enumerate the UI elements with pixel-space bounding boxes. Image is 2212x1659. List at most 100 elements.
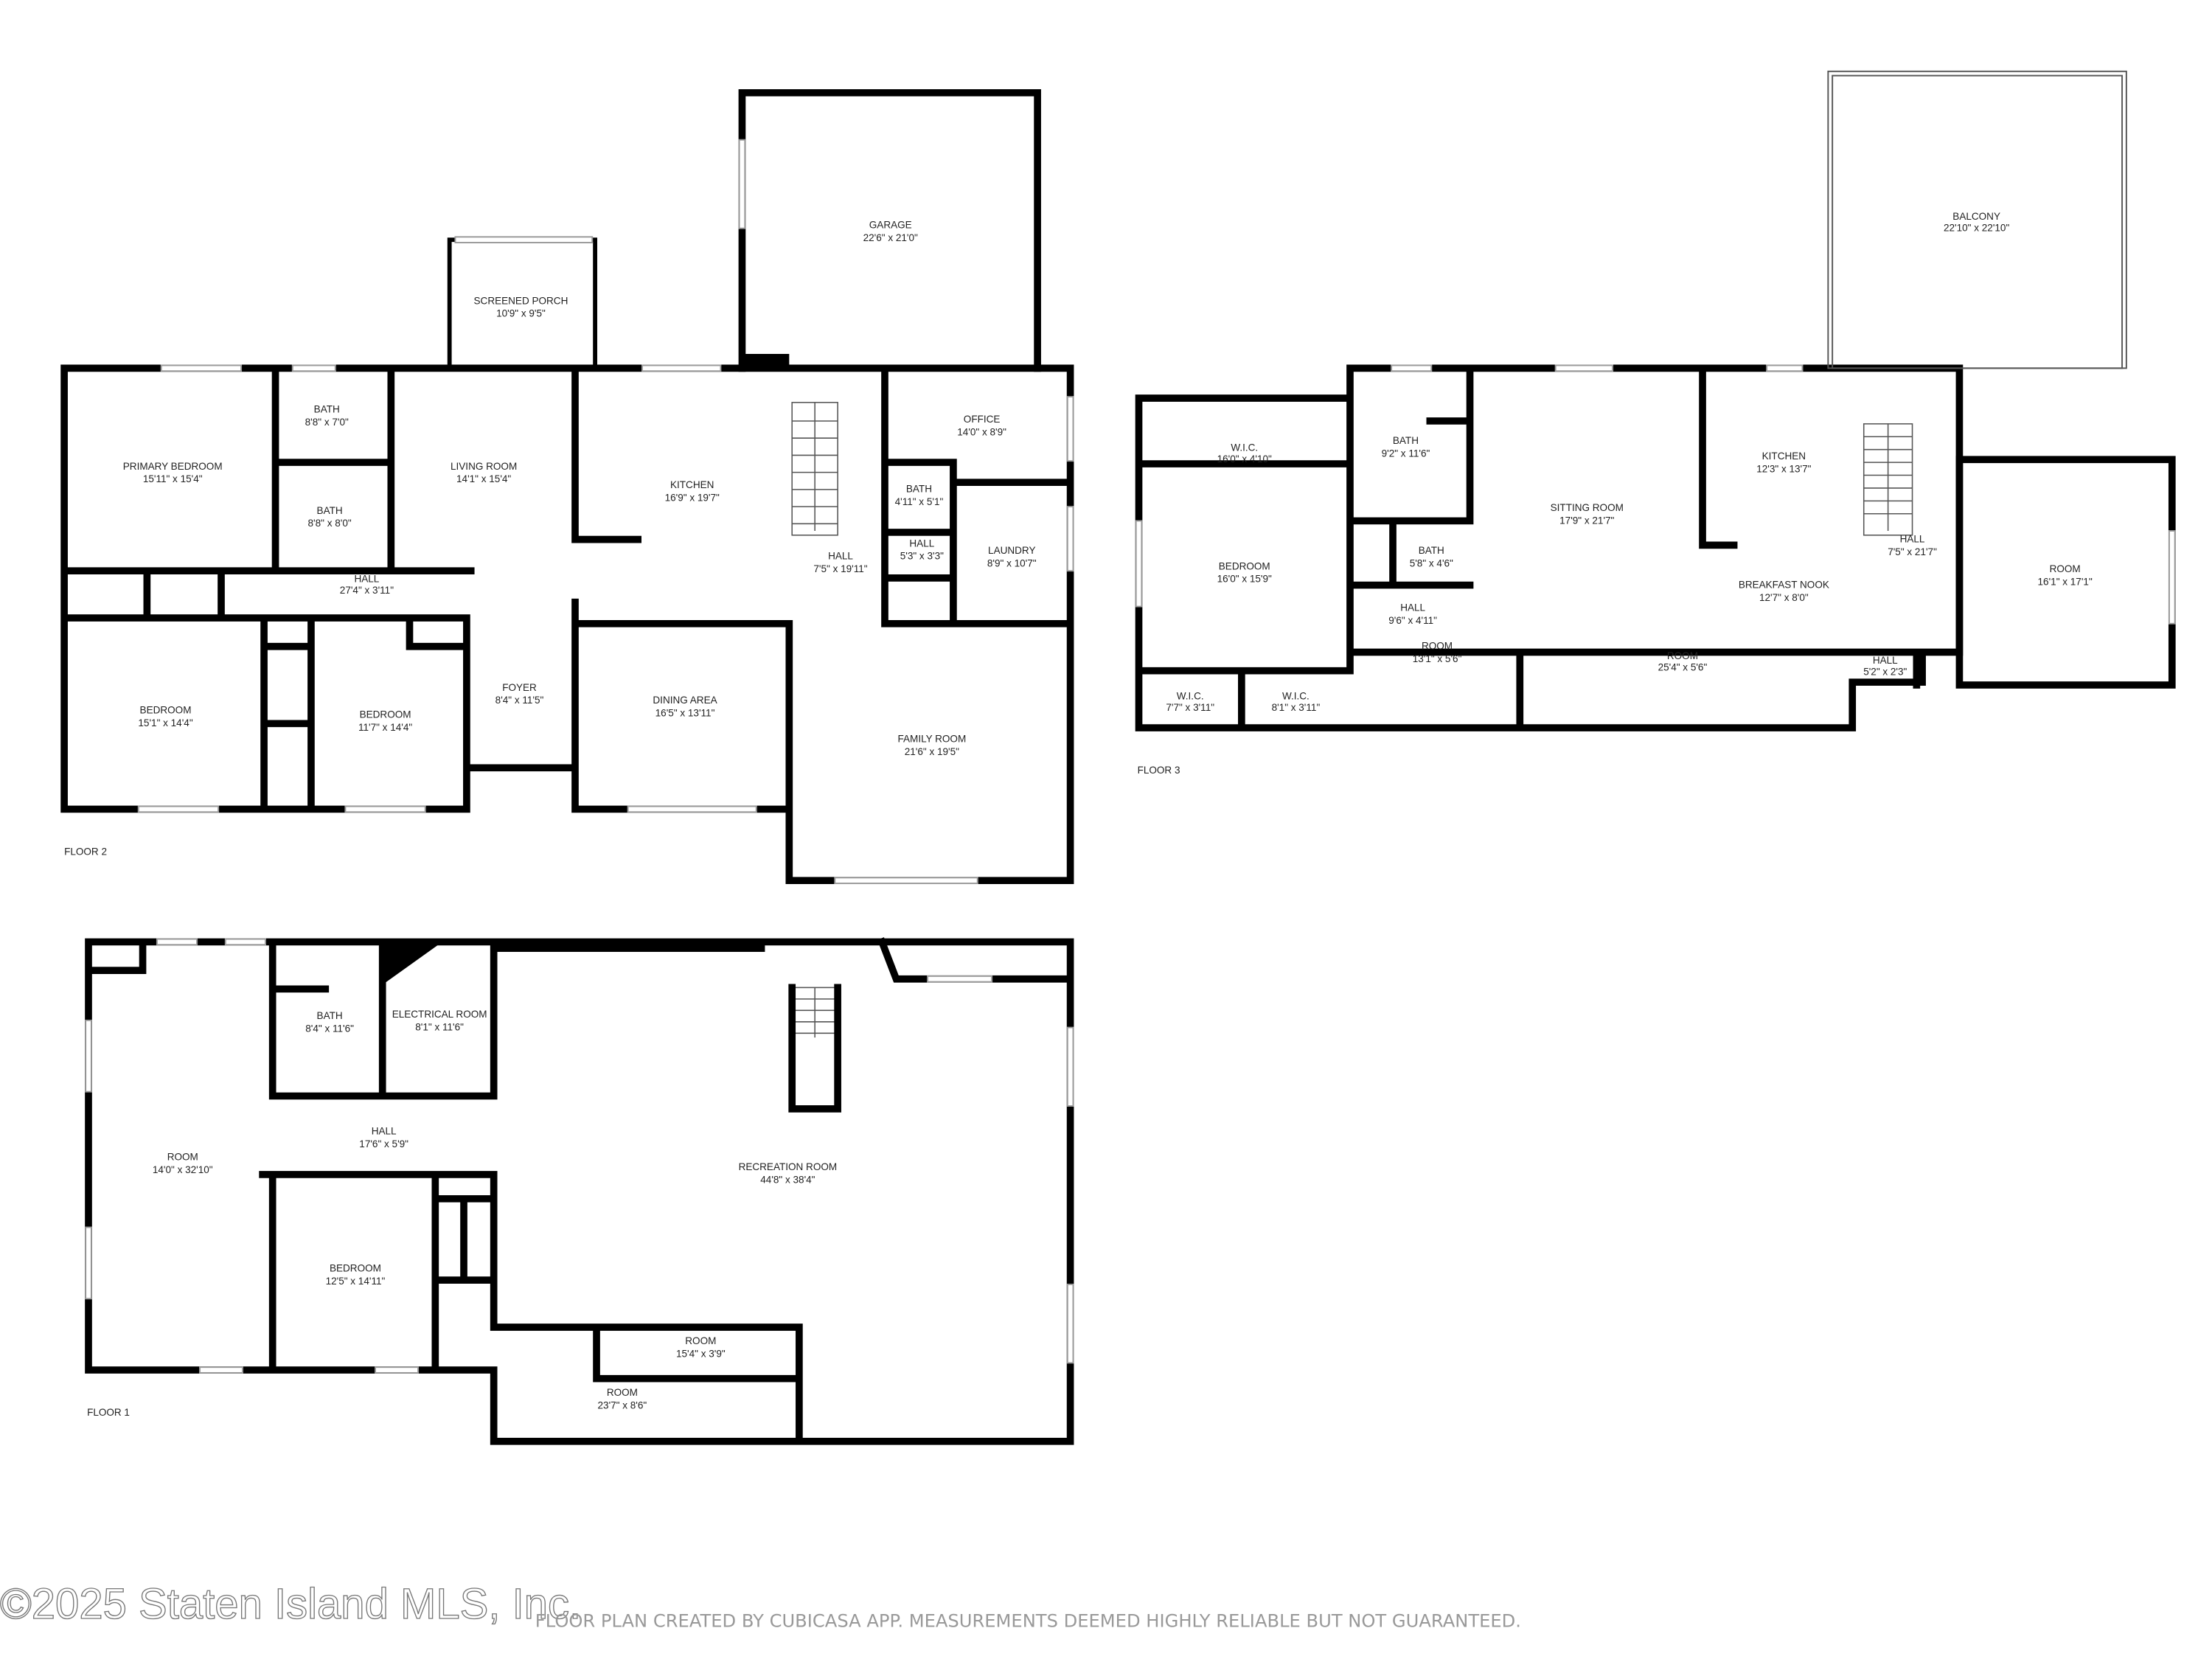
garage-walls (738, 88, 1041, 372)
room-dims: 15'1" x 14'4" (138, 717, 192, 728)
room-name: LIVING ROOM (451, 461, 517, 472)
room-name: BEDROOM (140, 705, 192, 716)
room-name: SITTING ROOM (1551, 502, 1624, 513)
room-dims: 9'6" x 4'11" (1388, 615, 1437, 626)
room-dims: 25'4" x 5'6" (1658, 662, 1708, 673)
room-name: BATH (1393, 435, 1419, 446)
room-dims: 16'0" x 15'9" (1217, 574, 1272, 585)
room-name: KITCHEN (670, 479, 714, 490)
floor-3-walls (1135, 364, 1964, 731)
balcony-outline (1827, 70, 2127, 369)
stairs-icon (788, 984, 841, 1113)
room-dims: 16'5" x 13'11" (655, 708, 715, 719)
floor-2-walls (60, 364, 1074, 885)
room-name: LAUNDRY (988, 545, 1035, 556)
room-dims: 16'9" x 19'7" (665, 492, 720, 503)
room-dims: 13'1" x 5'6" (1413, 653, 1462, 664)
stairs-icon (1863, 423, 1913, 536)
room-name: ROOM (2050, 563, 2081, 574)
room-name: DINING AREA (653, 695, 717, 706)
floor-2-label: FLOOR 2 (64, 846, 107, 857)
room-dims: 9'2" x 11'6" (1382, 448, 1430, 459)
room-dims: 15'11" x 15'4" (143, 473, 203, 484)
room-dims: 4'11" x 5'1" (895, 496, 944, 507)
room-name: FOYER (502, 682, 537, 693)
room-name: BATH (906, 484, 932, 495)
room-dims: 15'4" x 3'9" (676, 1349, 726, 1360)
room-name: HALL (354, 574, 379, 585)
room-dims: 21'6" x 19'5" (905, 746, 959, 757)
room-name: ROOM (607, 1387, 638, 1398)
room-dims: 44'8" x 38'4" (760, 1175, 815, 1186)
room-dims: 11'7" x 14'4" (358, 722, 412, 733)
windows (137, 139, 1074, 885)
room-dims: 17'6" x 5'9" (359, 1138, 408, 1150)
room-name: BATH (1419, 545, 1444, 556)
room-name: BREAKFAST NOOK (1739, 579, 1829, 590)
room-dims: 8'4" x 11'5" (495, 695, 544, 706)
room-dims: 5'2" x 2'3" (1863, 666, 1907, 677)
room-name: HALL (1400, 602, 1425, 613)
room-dims: 12'3" x 13'7" (1756, 464, 1811, 475)
room-dims: 5'3" x 3'3" (900, 551, 944, 562)
room-name: BALCONY (1952, 211, 2000, 222)
room-dims: 5'8" x 4'6" (1410, 557, 1453, 568)
room-name: PRIMARY BEDROOM (123, 461, 223, 472)
room-name: BATH (317, 505, 343, 516)
room-dims: 8'4" x 11'6" (305, 1023, 354, 1034)
room-name: ROOM (685, 1335, 716, 1346)
room-name: BEDROOM (330, 1263, 381, 1274)
room-dims: 8'8" x 7'0" (305, 417, 349, 428)
room-dims: 14'0" x 8'9" (957, 426, 1006, 437)
room-name: HALL (828, 551, 853, 562)
room-dims: 8'9" x 10'7" (987, 557, 1037, 568)
room-dims: 8'8" x 8'0" (308, 518, 352, 529)
room-name: RECREATION ROOM (739, 1161, 838, 1172)
disclaimer-text: FLOOR PLAN CREATED BY CUBICASA APP. MEAS… (535, 1610, 1521, 1631)
copyright-watermark: ©2025 Staten Island MLS, Inc. (0, 1580, 581, 1628)
room-dims: 16'1" x 17'1" (2038, 577, 2093, 588)
room-name: W.I.C. (1282, 690, 1310, 701)
floor-3-label: FLOOR 3 (1138, 765, 1180, 776)
room-dims: 12'7" x 8'0" (1759, 592, 1809, 603)
room-dims: 10'9" x 9'5" (496, 308, 546, 319)
room-dims: 8'1" x 3'11" (1272, 702, 1321, 713)
room-dims: 14'1" x 15'4" (456, 473, 511, 484)
room-name: GARAGE (869, 220, 912, 231)
floor-1-label: FLOOR 1 (87, 1407, 130, 1418)
room-dims: 23'7" x 8'6" (598, 1399, 647, 1411)
room-dims: 14'0" x 32'10" (153, 1164, 213, 1175)
room-dims: 8'1" x 11'6" (415, 1021, 464, 1032)
room-dims: 7'5" x 19'11" (813, 563, 867, 574)
room-name: BEDROOM (1219, 560, 1270, 571)
room-dims: 27'4" x 3'11" (340, 585, 394, 596)
room-name: SCREENED PORCH (474, 295, 568, 306)
room-name: BATH (314, 403, 340, 414)
room-name: HALL (372, 1126, 397, 1137)
stairs-icon (791, 402, 838, 536)
room-dims: 22'6" x 21'0" (863, 232, 918, 243)
windows (85, 938, 1074, 1374)
room-name: HALL (909, 538, 934, 549)
room-dims: 7'7" x 3'11" (1166, 702, 1214, 713)
room-name: ROOM (1667, 650, 1698, 661)
room-dims: 22'10" x 22'10" (1944, 223, 2009, 234)
room-name: ROOM (1422, 641, 1453, 652)
room-dims: 16'0" x 4'10" (1217, 453, 1272, 465)
room-name: FAMILY ROOM (898, 733, 967, 744)
room-name: KITCHEN (1762, 451, 1806, 462)
room-name: W.I.C. (1177, 690, 1204, 701)
room-name: BEDROOM (360, 709, 411, 720)
room-dims: 12'5" x 14'11" (326, 1276, 386, 1287)
room-dims: 17'9" x 21'7" (1559, 515, 1614, 526)
room-name: OFFICE (964, 414, 1001, 425)
room-name: HALL (1900, 533, 1925, 544)
windows (1135, 364, 2176, 625)
room-name: BATH (317, 1010, 343, 1021)
room-dims: 7'5" x 21'7" (1888, 546, 1937, 557)
